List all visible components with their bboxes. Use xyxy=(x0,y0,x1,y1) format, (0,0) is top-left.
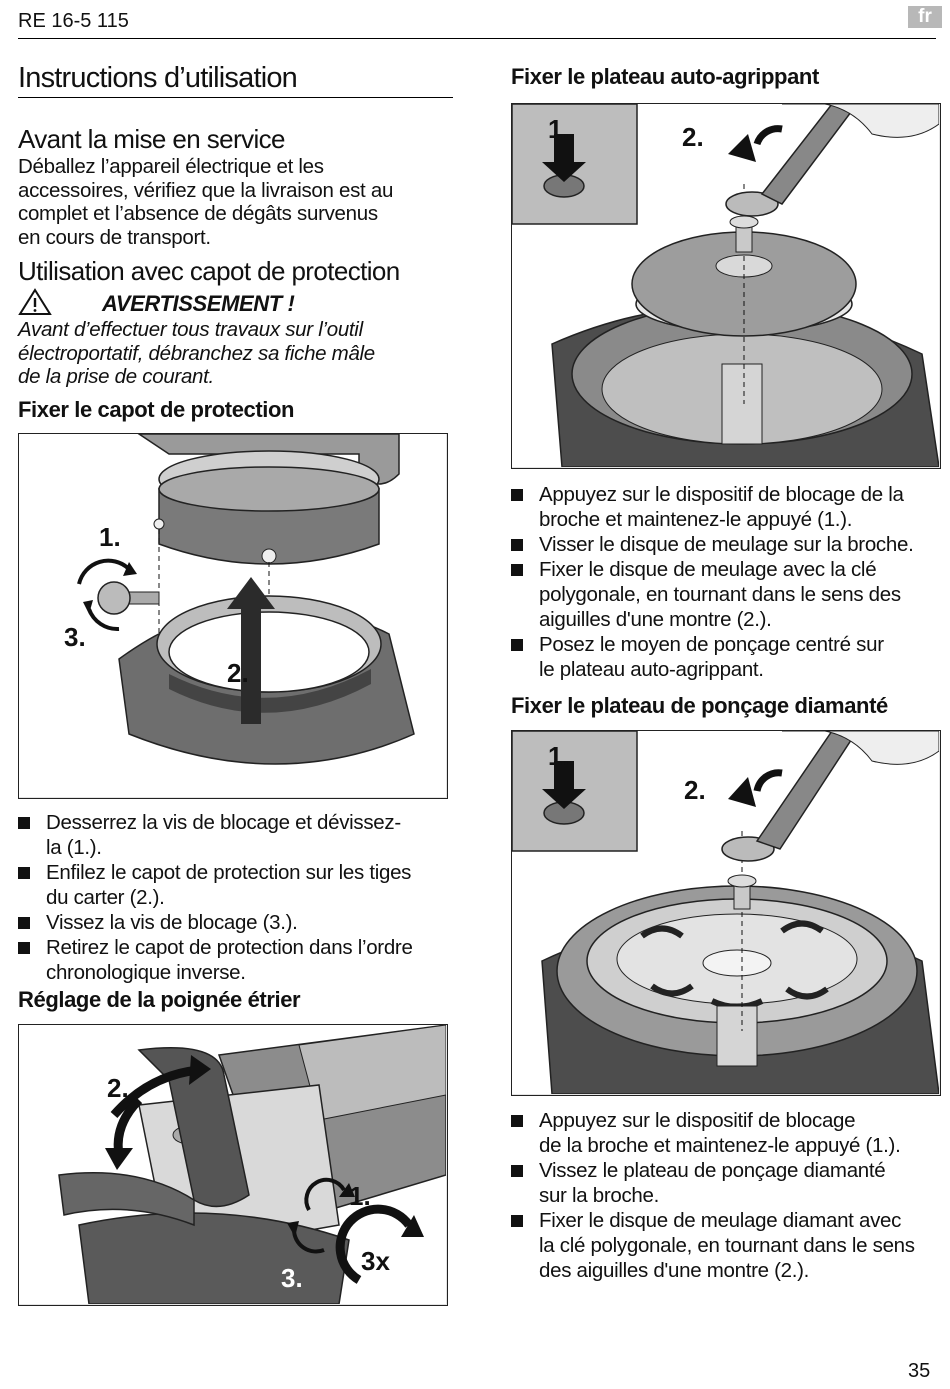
figure-fix-guard: 1. 2. 3. xyxy=(18,433,448,799)
velcro-label-step-1: 1. xyxy=(548,114,570,144)
before-use-text: Déballez l’appareil électrique et les ac… xyxy=(18,155,394,249)
handle-label-step-1: 1. xyxy=(349,1181,371,1211)
figure-handle: 2. 1. 3. 3x xyxy=(18,1024,448,1306)
language-badge: fr xyxy=(908,6,942,28)
handle-label-3x: 3x xyxy=(361,1246,390,1276)
velcro-steps: Appuyez sur le dispositif de blocage de … xyxy=(511,482,946,682)
list-item: Appuyez sur le dispositif de blocage de … xyxy=(511,482,946,532)
velcro-label-step-2: 2. xyxy=(682,122,704,152)
list-item: Desserrez la vis de blocage et dévissez-… xyxy=(18,810,453,860)
figure-velcro: 1. 2. xyxy=(511,103,941,469)
list-item: Enfilez le capot de protection sur les t… xyxy=(18,860,453,910)
title-rule xyxy=(18,97,453,98)
heading-velcro: Fixer le plateau auto-agrippant xyxy=(511,64,819,89)
warning-triangle-icon xyxy=(18,288,52,315)
diamond-illustration: 1. 2. xyxy=(512,731,939,1094)
list-item: Visser le disque de meulage sur la broch… xyxy=(511,532,946,557)
guard-illustration: 1. 2. 3. xyxy=(19,434,446,797)
document-model: RE 16-5 115 xyxy=(18,10,129,32)
guard-label-step-1: 1. xyxy=(99,522,121,552)
list-item: Retirez le capot de protection dans l’or… xyxy=(18,935,453,985)
heading-diamond: Fixer le plateau de ponçage diamanté xyxy=(511,693,888,718)
page-number: 35 xyxy=(908,1360,931,1382)
heading-handle: Réglage de la poignée étrier xyxy=(18,987,301,1012)
velcro-illustration: 1. 2. xyxy=(512,104,939,467)
handle-label-step-2: 2. xyxy=(107,1073,129,1103)
handle-label-step-3: 3. xyxy=(281,1263,303,1293)
guard-label-step-3: 3. xyxy=(64,622,86,652)
fix-guard-steps: Desserrez la vis de blocage et dévissez-… xyxy=(18,810,453,985)
figure-diamond: 1. 2. xyxy=(511,730,941,1096)
handle-illustration: 2. 1. 3. 3x xyxy=(19,1025,446,1304)
heading-before-use: Avant la mise en service xyxy=(18,124,286,154)
heading-guard-use: Utilisation avec capot de protection xyxy=(18,256,400,286)
diamond-label-step-2: 2. xyxy=(684,775,706,805)
warning-text: Avant d’effectuer tous travaux sur l’out… xyxy=(18,318,375,388)
list-item: Vissez la vis de blocage (3.). xyxy=(18,910,453,935)
page-title: Instructions d’utilisation xyxy=(18,62,298,94)
heading-fix-guard: Fixer le capot de protection xyxy=(18,397,295,422)
header-rule xyxy=(18,38,936,39)
diamond-label-step-1: 1. xyxy=(548,741,570,771)
guard-label-step-2: 2. xyxy=(227,658,249,688)
warning-title: AVERTISSEMENT ! xyxy=(102,291,295,316)
